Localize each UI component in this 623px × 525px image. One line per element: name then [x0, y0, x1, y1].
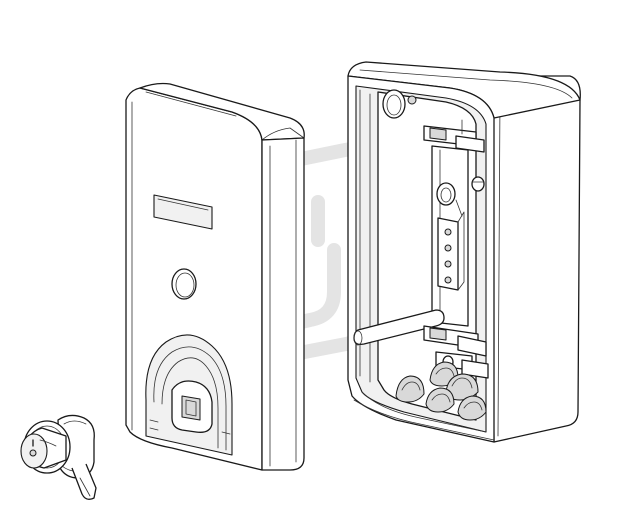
front-cover: [125, 82, 305, 471]
enclosure-base: [347, 61, 581, 443]
key-cylinder: [20, 414, 97, 500]
cable-glands: [395, 361, 487, 421]
